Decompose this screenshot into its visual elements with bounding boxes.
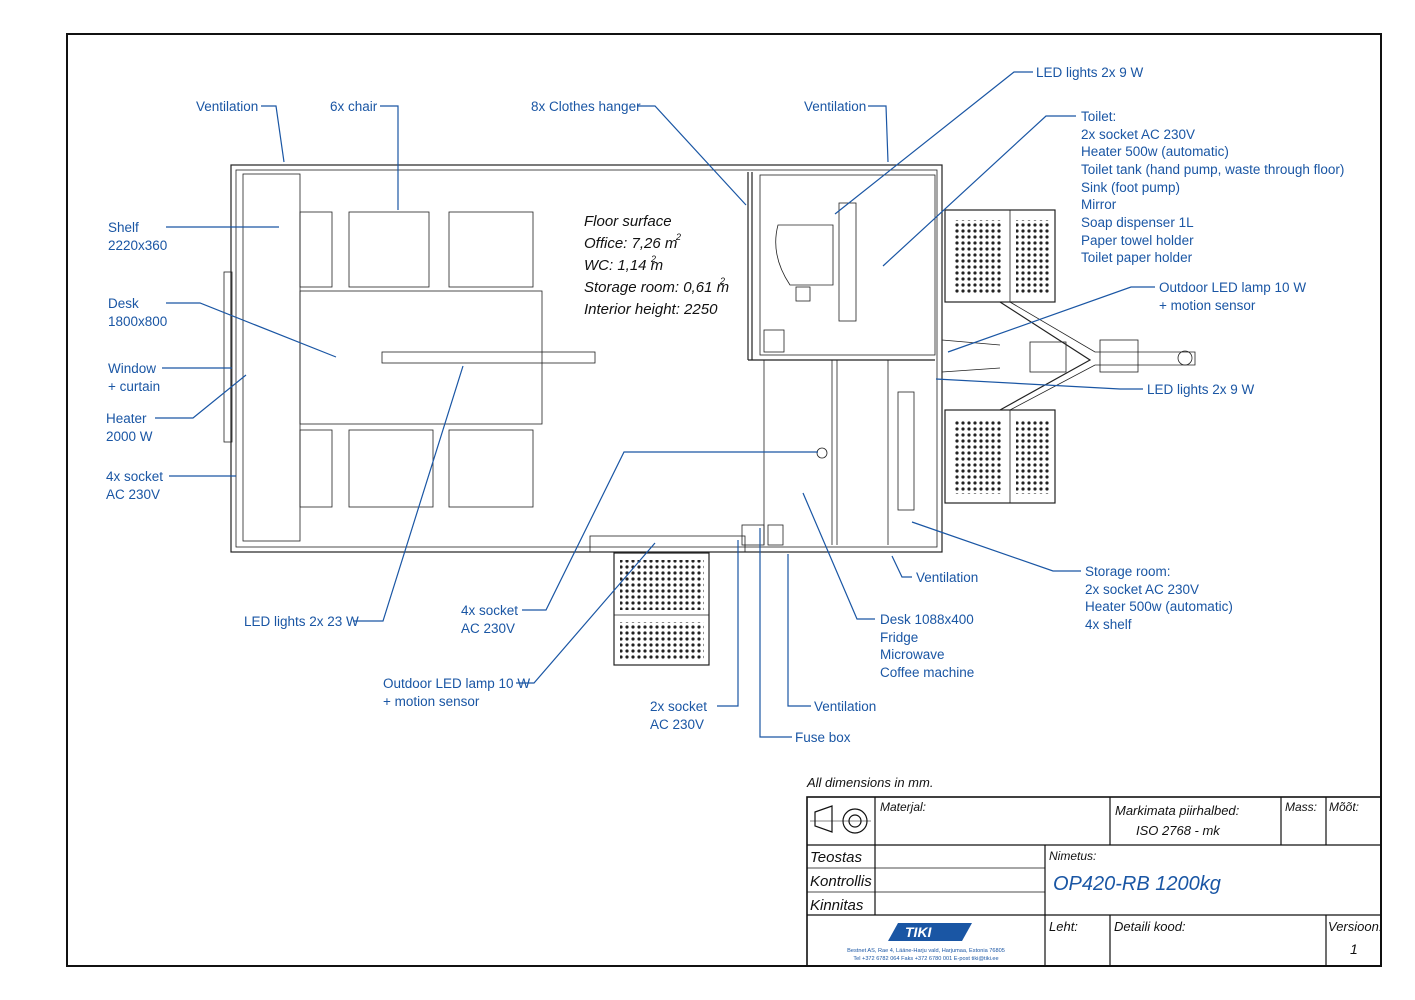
floor-storage: Storage room: 0,61 m	[584, 279, 729, 296]
outdoor-lamp-left-label-1: + motion sensor	[383, 694, 480, 709]
toilet-label-1: 2x socket AC 230V	[1081, 127, 1195, 142]
window-label-0: Window	[108, 361, 156, 376]
ventilation-br-label: Ventilation	[916, 570, 978, 585]
made-by-label: Teostas	[810, 849, 862, 866]
drawing-name: OP420-RB 1200kg	[1053, 873, 1221, 895]
toilet-label-8: Toilet paper holder	[1081, 250, 1193, 265]
drawing-frame	[66, 33, 1382, 967]
floor-height: Interior height: 2250	[584, 301, 718, 318]
desk-label-0: Desk	[108, 296, 139, 311]
floor-surface-note: Floor surface Office: 7,26 m 2 WC: 1,14 …	[584, 213, 729, 318]
storage-label-0: Storage room:	[1085, 564, 1171, 579]
shelf-label-0: Shelf	[108, 220, 139, 235]
heater-label-0: Heater	[106, 411, 147, 426]
socket-left-label-1: AC 230V	[106, 487, 160, 502]
version-label: Versioon:	[1328, 919, 1383, 934]
toilet-label-2: Heater 500w (automatic)	[1081, 144, 1229, 159]
socket-mid-label-1: AC 230V	[461, 621, 515, 636]
storage-label-1: 2x socket AC 230V	[1085, 582, 1199, 597]
tiki-logo: TIKI	[888, 923, 972, 941]
desk-1088-label-0: Desk 1088x400	[880, 612, 974, 627]
outdoor-lamp-right-label-1: + motion sensor	[1159, 298, 1256, 313]
title-block: All dimensions in mm. Materjal: Markimat…	[806, 775, 1383, 967]
leader-lines	[155, 71, 1155, 738]
desk-1088-label-3: Coffee machine	[880, 665, 974, 680]
shelf-label-1: 2220x360	[108, 238, 167, 253]
tolerance-label: Markimata piirhalbed:	[1115, 803, 1240, 818]
floor-wc-sup: 2	[650, 254, 656, 264]
heater-label-1: 2000 W	[106, 429, 153, 444]
sheet-label: Leht:	[1049, 919, 1078, 934]
checked-label: Kontrollis	[810, 873, 872, 890]
mass-label: Mass:	[1285, 800, 1317, 814]
approved-label: Kinnitas	[810, 897, 864, 914]
chair-label: 6x chair	[330, 99, 378, 114]
clothes-hanger-label: 8x Clothes hanger	[531, 99, 641, 114]
toilet-label-3: Toilet tank (hand pump, waste through fl…	[1081, 162, 1344, 177]
socket-2x-label-0: 2x socket	[650, 699, 707, 714]
dimensions-note: All dimensions in mm.	[806, 775, 933, 790]
part-code-label: Detaili kood:	[1114, 919, 1186, 934]
storage-label-2: Heater 500w (automatic)	[1085, 599, 1233, 614]
toilet-label-6: Soap dispenser 1L	[1081, 215, 1194, 230]
scale-label: Mõõt:	[1329, 800, 1359, 814]
toilet-label-5: Mirror	[1081, 197, 1117, 212]
floor-storage-sup: 2	[719, 276, 725, 286]
version-value: 1	[1350, 941, 1358, 957]
tolerance-value: ISO 2768 - mk	[1136, 823, 1221, 838]
socket-mid-label-0: 4x socket	[461, 603, 518, 618]
projection-symbol-icon	[810, 805, 871, 834]
company-line-1: Bestnet AS, Rae 4, Lääne-Harju vald, Har…	[847, 948, 1005, 954]
socket-left-label-0: 4x socket	[106, 469, 163, 484]
floor-office-sup: 2	[675, 232, 681, 242]
floor-office: Office: 7,26 m	[584, 235, 677, 252]
socket-2x-label-1: AC 230V	[650, 717, 704, 732]
company-line-2: Tel +372 6782 064 Faks +372 6780 001 E-p…	[853, 956, 998, 962]
name-label: Nimetus:	[1049, 849, 1096, 863]
floor-wc: WC: 1,14 m	[584, 257, 663, 274]
toilet-label-4: Sink (foot pump)	[1081, 180, 1180, 195]
trailer-outline	[223, 164, 1196, 666]
outdoor-lamp-left-label-0: Outdoor LED lamp 10 W	[383, 676, 530, 691]
led-23-label: LED lights 2x 23 W	[244, 614, 359, 629]
storage-label-3: 4x shelf	[1085, 617, 1132, 632]
ventilation-bottom-label: Ventilation	[814, 699, 876, 714]
desk-label-1: 1800x800	[108, 314, 167, 329]
toilet-label-0: Toilet:	[1081, 109, 1116, 124]
desk-1088-label-1: Fridge	[880, 630, 918, 645]
tiki-logo-text: TIKI	[905, 924, 933, 940]
outdoor-lamp-right-label-0: Outdoor LED lamp 10 W	[1159, 280, 1306, 295]
led-right-label: LED lights 2x 9 W	[1147, 382, 1255, 397]
material-label: Materjal:	[880, 800, 926, 814]
window-label-1: + curtain	[108, 379, 160, 394]
desk-1088-label-2: Microwave	[880, 647, 945, 662]
ventilation-mid-label: Ventilation	[804, 99, 866, 114]
ventilation-left-label: Ventilation	[196, 99, 258, 114]
step-perforation	[620, 220, 1050, 660]
toilet-label-7: Paper towel holder	[1081, 233, 1194, 248]
floor-surface-title: Floor surface	[584, 213, 672, 230]
led-top-label: LED lights 2x 9 W	[1036, 65, 1144, 80]
fuse-box-label: Fuse box	[795, 730, 851, 745]
annotations: Ventilation 6x chair 8x Clothes hanger V…	[106, 65, 1344, 745]
